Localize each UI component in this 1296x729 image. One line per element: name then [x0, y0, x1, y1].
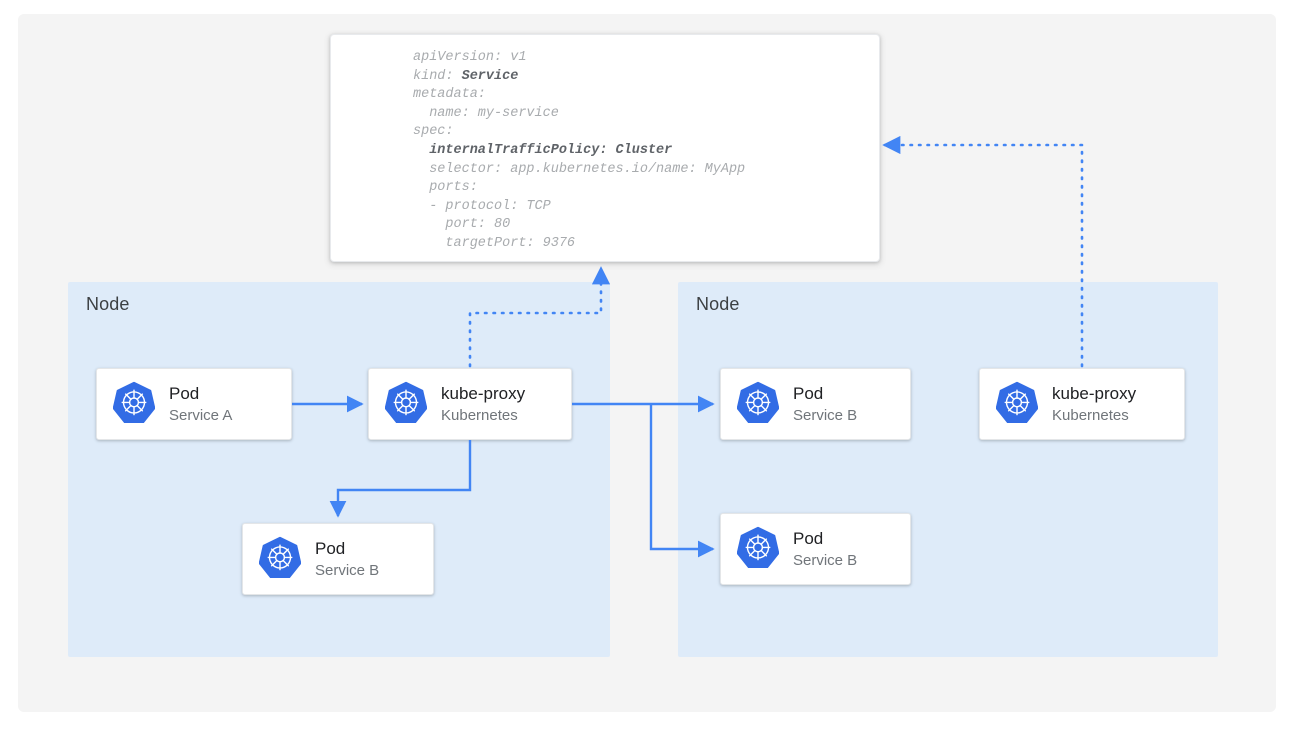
card-subtitle: Kubernetes	[441, 406, 518, 424]
yaml-line-protocol: - protocol: TCP	[413, 198, 551, 214]
card-title: Pod	[169, 383, 200, 403]
node-label-right: Node	[696, 294, 740, 314]
yaml-line-apiversion: apiVersion: v1	[413, 50, 527, 65]
card-title: Pod	[315, 538, 346, 558]
node-group-right: Node	[678, 282, 1218, 657]
yaml-line-name: name: my-service	[413, 105, 559, 121]
card-subtitle: Kubernetes	[1052, 406, 1129, 424]
card-subtitle: Service B	[793, 406, 858, 424]
node-label-left: Node	[86, 294, 130, 314]
card-title: kube-proxy	[441, 383, 526, 403]
yaml-line-kind: kind: Service	[413, 68, 519, 84]
card-pod-service-a[interactable]: Pod Service A	[96, 368, 292, 440]
yaml-line-selector: selector: app.kubernetes.io/name: MyApp	[413, 161, 746, 177]
card-subtitle: Service A	[169, 406, 233, 424]
card-title: Pod	[793, 528, 824, 548]
yaml-line-targetport: targetPort: 9376	[413, 235, 576, 251]
service-manifest-card: apiVersion: v1 kind: Service metadata: n…	[330, 34, 880, 262]
card-subtitle: Service B	[315, 561, 380, 579]
card-subtitle: Service B	[793, 551, 858, 569]
card-title: kube-proxy	[1052, 383, 1137, 403]
card-pod-service-b-remote-2[interactable]: Pod Service B	[720, 513, 911, 585]
service-manifest-code: apiVersion: v1 kind: Service metadata: n…	[331, 35, 879, 254]
card-pod-service-b-local[interactable]: Pod Service B	[242, 523, 434, 595]
kubernetes-icon	[995, 381, 1039, 428]
kubernetes-icon	[736, 526, 780, 573]
card-kube-proxy-right[interactable]: kube-proxy Kubernetes	[979, 368, 1185, 440]
kubernetes-icon	[112, 381, 156, 428]
yaml-line-metadata: metadata:	[413, 87, 486, 103]
kubernetes-icon	[736, 381, 780, 428]
yaml-line-spec: spec:	[413, 124, 454, 140]
yaml-line-port: port: 80	[413, 217, 511, 233]
card-title: Pod	[793, 383, 824, 403]
kubernetes-icon	[258, 536, 302, 583]
kubernetes-icon	[384, 381, 428, 428]
node-group-left: Node	[68, 282, 610, 657]
yaml-line-internaltrafficpolicy: internalTrafficPolicy: Cluster	[413, 142, 673, 158]
yaml-line-ports: ports:	[413, 180, 478, 196]
card-kube-proxy-left[interactable]: kube-proxy Kubernetes	[368, 368, 572, 440]
diagram-canvas: Node Node apiVersion: v1 kind: Service m…	[18, 14, 1276, 712]
card-pod-service-b-remote-1[interactable]: Pod Service B	[720, 368, 911, 440]
